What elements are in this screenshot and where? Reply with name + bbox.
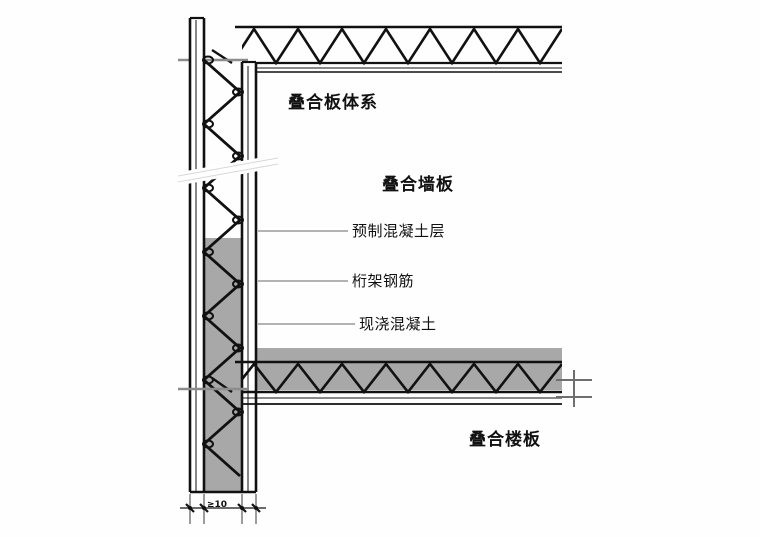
label-composite-floor-slab: 叠合楼板 (469, 430, 541, 450)
label-composite-wall-panel: 叠合墙板 (382, 175, 454, 195)
top-slab-truss-rebar (242, 26, 562, 66)
top-composite-slab (178, 25, 562, 73)
label-cast-in-place-concrete: 现浇混凝土 (359, 315, 437, 333)
wall-truss-rebar (204, 58, 242, 478)
label-truss-rebar: 桁架钢筋 (352, 272, 415, 290)
truss-node-loops (202, 55, 244, 449)
bottom-slab-truss-rebar (242, 361, 562, 395)
label-composite-slab-system: 叠合板体系 (288, 93, 378, 113)
bottom-composite-slab (178, 360, 592, 407)
leader-lines (258, 230, 355, 325)
composite-wall-panel (177, 16, 279, 494)
label-precast-concrete-layer: 预制混凝土层 (352, 222, 446, 240)
dimension-line-group (180, 494, 266, 524)
break-mark-icon (556, 370, 592, 407)
dimension-value-text: ≥10 (207, 500, 228, 510)
wall-break-line (177, 154, 279, 186)
